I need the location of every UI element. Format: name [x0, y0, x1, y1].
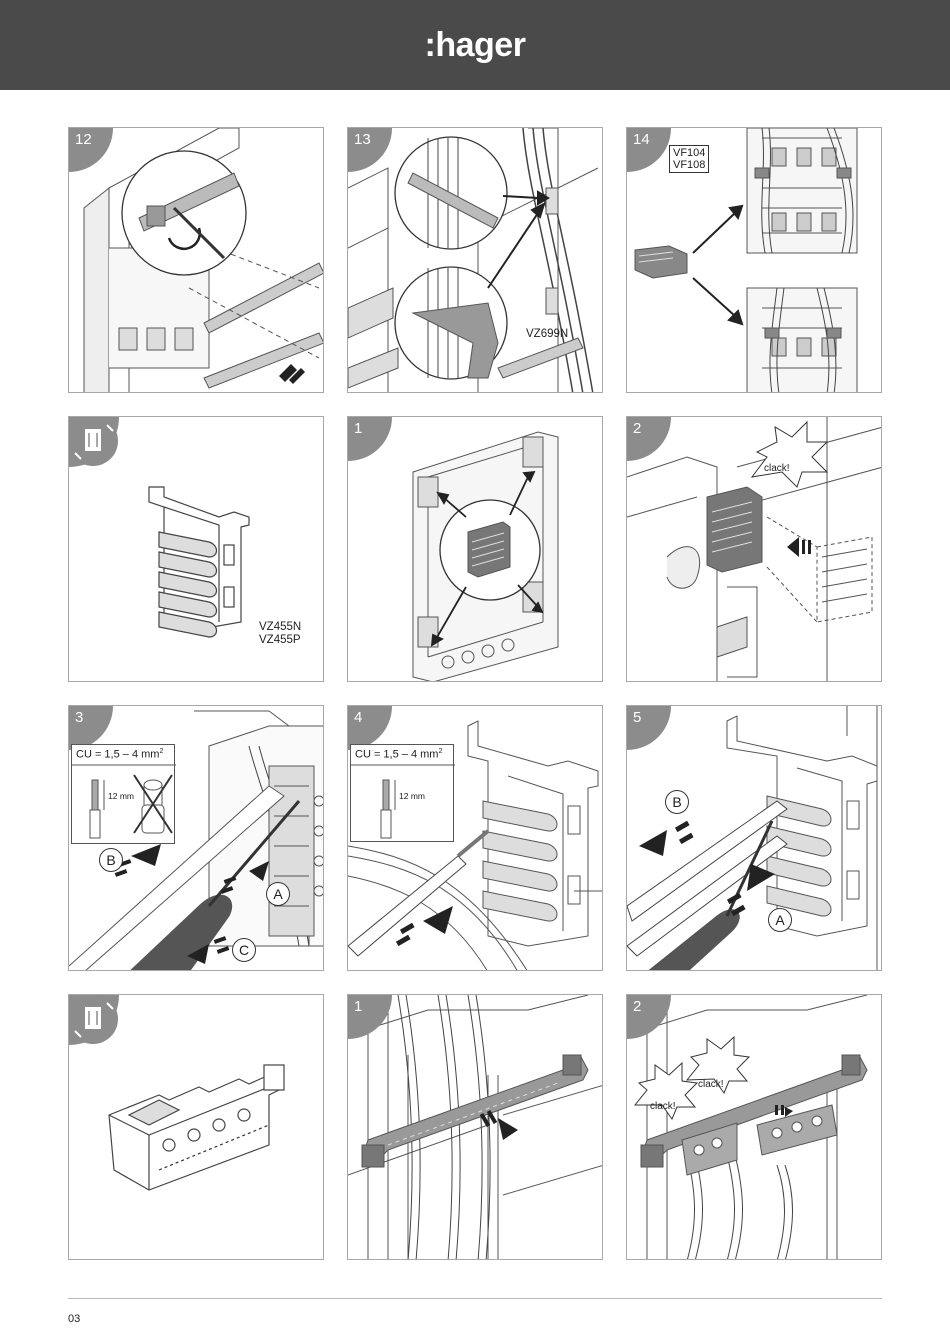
rail-mount-illustration [348, 995, 602, 1259]
clip-in-illustration [627, 417, 881, 681]
wire-spec-value: CU = 1,5 – 4 mm [76, 748, 160, 761]
wire-spec-text: CU = 1,5 – 4 mm2 [76, 748, 163, 761]
product-code-line: VF104 [673, 147, 706, 159]
step-number: 5 [627, 706, 671, 750]
panel-step-2-clip: 2 clack! [626, 416, 882, 682]
cable-tie-illustration [348, 128, 599, 392]
connection-block-illustration [108, 1064, 285, 1191]
marker-b: B [99, 848, 123, 872]
panel-step-12: 12 [68, 127, 324, 393]
wire-release-illustration [627, 706, 878, 970]
panel-step-2-block-clip: 2 clack! clack! [626, 994, 882, 1260]
terminal-block-illustration [148, 486, 250, 638]
marker-c: C [232, 938, 256, 962]
wire-spec-box: CU = 1,5 – 4 mm2 12 mm [71, 744, 176, 844]
click-sound-label: clack! [698, 1079, 724, 1090]
marker-a: A [768, 908, 792, 932]
panel-block-overview [68, 994, 324, 1260]
click-sound-label: clack! [650, 1101, 676, 1112]
strip-length-label: 12 mm [399, 791, 425, 801]
panel-step-14: 14 VF104 VF108 [626, 127, 882, 393]
strip-length-label: 12 mm [108, 791, 134, 801]
panel-module-overview: VZ455N VZ455P [68, 416, 324, 682]
panel-step-5-release: 5 B A [626, 705, 882, 971]
panel-step-4-insert: 4 CU = 1,5 – 4 mm2 12 mm [347, 705, 603, 971]
module-removal-icon [69, 995, 119, 1045]
footer-divider [68, 1298, 882, 1299]
wire-spec-sup: 2 [438, 748, 443, 755]
product-code-line: VZ455N [259, 621, 302, 633]
product-code-line: VZ455P [259, 634, 301, 646]
module-removal-icon [69, 417, 119, 467]
product-code: VZ699N [526, 328, 569, 340]
panel-step-1-rail: 1 [347, 994, 603, 1260]
wire-spec-box: CU = 1,5 – 4 mm2 12 mm [350, 744, 455, 842]
product-code-group: VZ455N VZ455P [259, 621, 301, 647]
hager-logo: :hager [424, 26, 526, 64]
wire-spec-sup: 2 [159, 748, 164, 755]
enclosure-rail-illustration [83, 128, 323, 392]
panel-step-13: 13 VZ699N [347, 127, 603, 393]
screwdriver-release-illustration [69, 710, 323, 970]
header-bar: :hager [0, 0, 950, 90]
wire-spec-value: CU = 1,5 – 4 mm [355, 748, 439, 761]
enclosure-positions-illustration [412, 431, 559, 681]
marker-a: A [266, 882, 290, 906]
block-clip-illustration [627, 995, 868, 1259]
product-code-line: VF108 [673, 159, 706, 171]
cable-holder-illustration [634, 128, 858, 392]
page-number: 03 [68, 1313, 81, 1325]
wire-insert-illustration [348, 720, 602, 970]
click-sound-label: clack! [764, 463, 790, 474]
product-code-box: VF104 VF108 [669, 145, 710, 173]
panel-step-1-placement: 1 [347, 416, 603, 682]
marker-b: B [665, 790, 689, 814]
wire-spec-text: CU = 1,5 – 4 mm2 [355, 748, 442, 761]
strip-length-diagram [72, 764, 176, 839]
panel-step-3-wiring: 3 CU = 1,5 – 4 mm2 12 mm B A C [68, 705, 324, 971]
strip-length-diagram [351, 764, 455, 839]
step-number: 12 [69, 128, 113, 172]
